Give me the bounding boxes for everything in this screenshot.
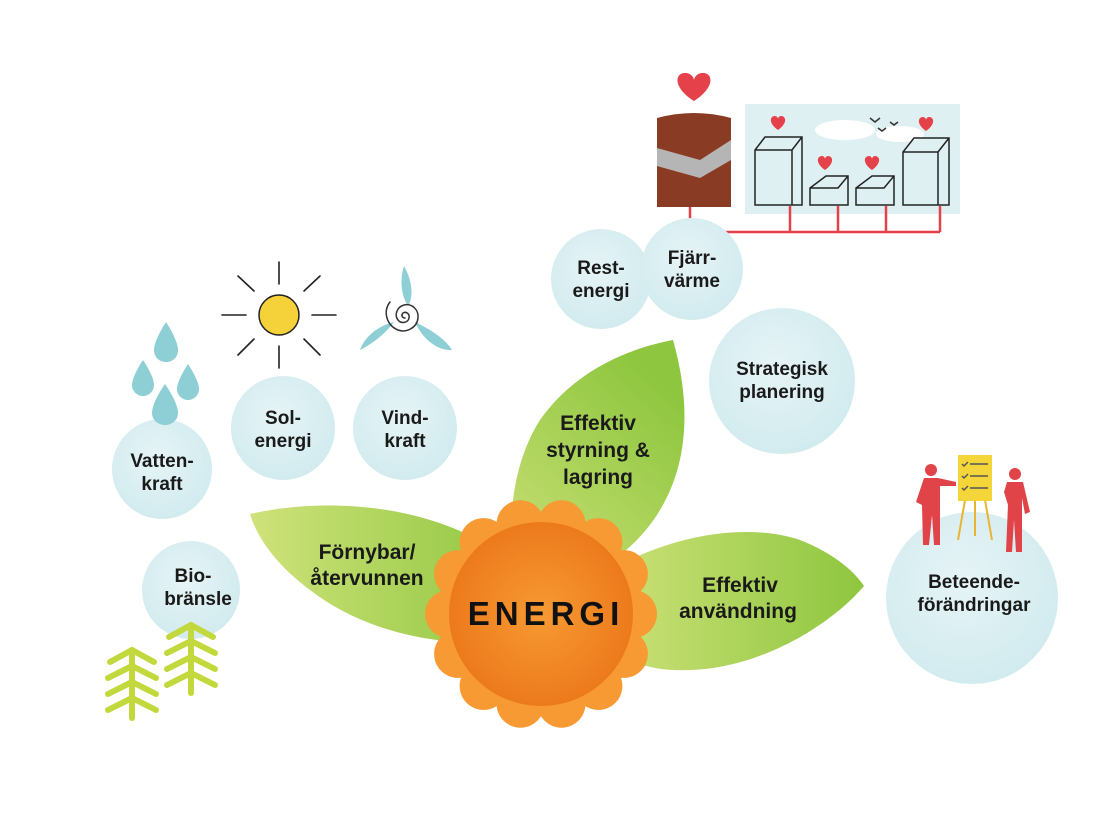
cloud <box>876 126 924 142</box>
forest-icon <box>108 625 215 718</box>
bubble-label: kraft <box>384 431 426 452</box>
bubble-label: kraft <box>141 474 183 495</box>
bubble-beteendeforandringar: Beteende- förändringar <box>886 512 1058 684</box>
bubble-label: Strategisk <box>736 359 828 380</box>
petal-label: användning <box>679 600 797 623</box>
center-label: ENERGI <box>468 595 625 632</box>
bubble-label: Bio- <box>175 566 212 587</box>
petal-label: lagring <box>563 466 633 489</box>
bubble-label: bränsle <box>164 589 232 610</box>
bubble-label: Rest- <box>577 258 625 279</box>
tree-icon <box>167 625 215 693</box>
district-heating-illustration <box>657 73 960 232</box>
bubble-label: planering <box>739 382 825 403</box>
bubble-strategisk-planering: Strategisk planering <box>709 308 855 454</box>
bubble-solenergi: Sol- energi <box>231 376 335 480</box>
bubble-label: Fjärr- <box>668 248 717 269</box>
bubble-label: Sol- <box>265 408 301 429</box>
petal-label: Förnybar/ <box>319 541 416 564</box>
sun-icon <box>222 262 336 368</box>
cloud <box>815 120 875 140</box>
bubble-label: energi <box>572 281 629 302</box>
petal-label: Effektiv <box>560 412 636 435</box>
wind-turbine-icon <box>360 266 452 350</box>
petal-label: styrning & <box>546 439 650 462</box>
tree-icon <box>108 650 156 718</box>
bubble-label: energi <box>254 431 311 452</box>
bubble-vindkraft: Vind- kraft <box>353 376 457 480</box>
bubble-label: värme <box>664 271 720 292</box>
bubble-label: Beteende- <box>928 572 1020 593</box>
bubble-label: förändringar <box>918 595 1032 616</box>
bubble-label: Vind- <box>381 408 428 429</box>
petal-label: återvunnen <box>310 567 423 590</box>
bubble-label: Vatten- <box>130 451 193 472</box>
bubble-fjarrvarme: Fjärr- värme <box>641 218 743 320</box>
heart-icon <box>678 73 711 101</box>
water-drops-icon <box>132 322 199 425</box>
petal-label: Effektiv <box>702 574 778 597</box>
bubble-restenergi: Rest- energi <box>551 229 651 329</box>
bubble-vattenkraft: Vatten- kraft <box>112 419 212 519</box>
